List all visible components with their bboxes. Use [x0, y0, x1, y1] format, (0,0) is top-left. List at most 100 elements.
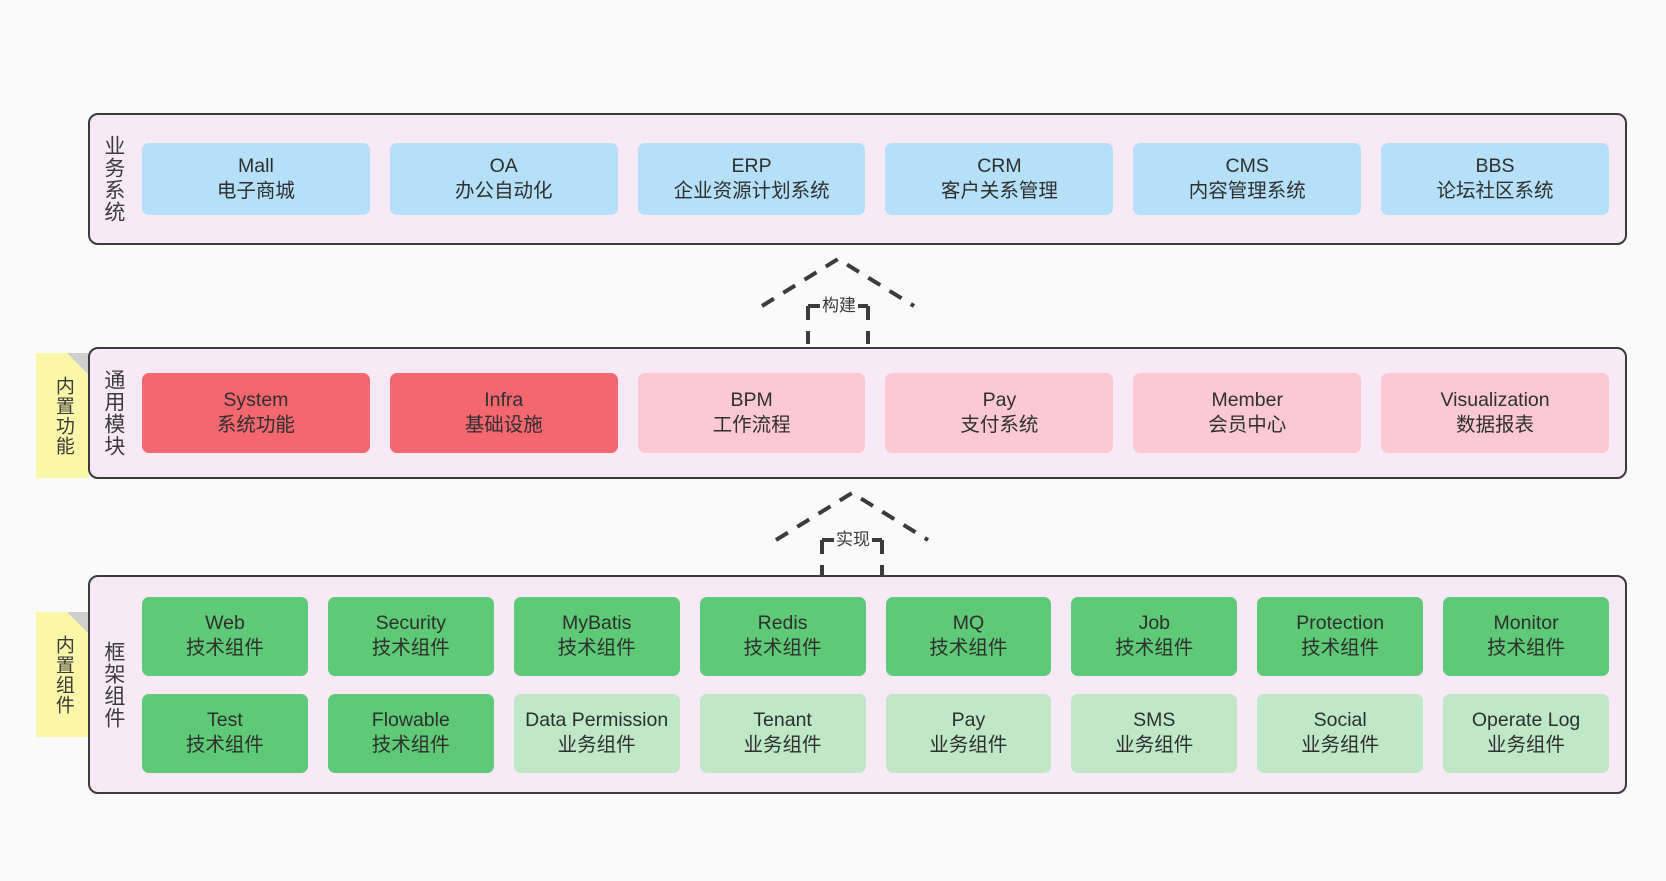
card-member-desc: 会员中心 [1208, 414, 1287, 436]
card-pay-module[interactable]: Pay 支付系统 [885, 373, 1114, 453]
layer-business-body: Mall 电子商城 OA 办公自动化 ERP 企业资源计划系统 CRM 客户关系… [136, 115, 1625, 243]
card-visualization[interactable]: Visualization 数据报表 [1381, 373, 1609, 453]
card-visualization-name: Visualization [1440, 389, 1550, 412]
card-web[interactable]: Web 技术组件 [142, 596, 308, 676]
sticky-note-builtin-components: 内置组件 [36, 612, 89, 737]
card-pay-component-name: Pay [951, 709, 986, 732]
card-oa[interactable]: OA 办公自动化 [389, 143, 618, 215]
card-security-name: Security [375, 612, 447, 635]
card-monitor-name: Monitor [1493, 612, 1559, 635]
layer-framework-body: Web 技术组件 Security 技术组件 MyBatis 技术组件 Redi… [136, 577, 1625, 792]
card-protection-desc: 技术组件 [1301, 637, 1380, 659]
card-flowable-desc: 技术组件 [371, 734, 450, 756]
card-bpm[interactable]: BPM 工作流程 [637, 373, 866, 453]
card-member-name: Member [1211, 389, 1283, 412]
layer-business-systems: 业务系统 Mall 电子商城 OA 办公自动化 ERP 企业资源计划系统 CRM… [88, 113, 1627, 245]
card-mybatis[interactable]: MyBatis 技术组件 [513, 596, 680, 676]
layer-framework-title: 框架组件 [101, 640, 125, 729]
card-social-name: Social [1313, 709, 1367, 732]
card-operate-log-desc: 业务组件 [1487, 734, 1566, 756]
card-sms-name: SMS [1133, 709, 1176, 732]
card-bbs-desc: 论坛社区系统 [1436, 180, 1554, 202]
card-social[interactable]: Social 业务组件 [1257, 693, 1424, 773]
card-mq-name: MQ [952, 612, 985, 635]
card-pay-module-name: Pay [982, 389, 1017, 412]
connector-implement-label: 实现 [834, 525, 872, 550]
card-infra-desc: 基础设施 [464, 414, 543, 436]
business-card-row: Mall 电子商城 OA 办公自动化 ERP 企业资源计划系统 CRM 客户关系… [142, 143, 1609, 215]
card-sms[interactable]: SMS 业务组件 [1071, 693, 1238, 773]
card-cms-name: CMS [1225, 155, 1269, 178]
framework-card-row-1: Web 技术组件 Security 技术组件 MyBatis 技术组件 Redi… [142, 596, 1609, 676]
framework-card-row-2: Test 技术组件 Flowable 技术组件 Data Permission … [142, 693, 1609, 773]
card-oa-name: OA [489, 155, 518, 178]
card-bpm-name: BPM [730, 389, 773, 412]
card-operate-log-name: Operate Log [1471, 709, 1581, 732]
card-tenant-name: Tenant [753, 709, 812, 732]
card-social-desc: 业务组件 [1301, 734, 1380, 756]
card-system-desc: 系统功能 [216, 414, 295, 436]
sticky-fold-corner-icon [67, 612, 89, 634]
card-erp-name: ERP [731, 155, 772, 178]
card-visualization-desc: 数据报表 [1456, 414, 1535, 436]
card-job-name: Job [1138, 612, 1171, 635]
layer-framework-components: 框架组件 Web 技术组件 Security 技术组件 MyBatis 技术组件… [88, 575, 1627, 794]
card-test[interactable]: Test 技术组件 [142, 693, 308, 773]
card-job[interactable]: Job 技术组件 [1071, 596, 1238, 676]
sticky-fold-corner-icon [67, 353, 89, 375]
card-flowable[interactable]: Flowable 技术组件 [327, 693, 494, 773]
card-pay-module-desc: 支付系统 [960, 414, 1039, 436]
card-mq-desc: 技术组件 [929, 637, 1008, 659]
sticky-note-builtin-features-label: 内置功能 [52, 375, 74, 456]
card-crm[interactable]: CRM 客户关系管理 [885, 143, 1114, 215]
card-bpm-desc: 工作流程 [712, 414, 791, 436]
card-crm-name: CRM [977, 155, 1022, 178]
card-member[interactable]: Member 会员中心 [1133, 373, 1362, 453]
card-erp[interactable]: ERP 企业资源计划系统 [637, 143, 866, 215]
card-protection[interactable]: Protection 技术组件 [1257, 596, 1424, 676]
card-tenant-desc: 业务组件 [743, 734, 822, 756]
card-flowable-name: Flowable [371, 709, 450, 732]
card-bbs[interactable]: BBS 论坛社区系统 [1381, 143, 1609, 215]
card-mall-name: Mall [238, 155, 274, 178]
card-redis-name: Redis [757, 612, 808, 635]
card-test-desc: 技术组件 [185, 734, 264, 756]
card-mybatis-desc: 技术组件 [557, 637, 636, 659]
connector-build: 构建 [758, 256, 918, 346]
card-cms-desc: 内容管理系统 [1188, 180, 1306, 202]
sticky-note-builtin-features: 内置功能 [36, 353, 89, 478]
card-redis[interactable]: Redis 技术组件 [699, 596, 866, 676]
card-system[interactable]: System 系统功能 [142, 373, 370, 453]
card-crm-desc: 客户关系管理 [940, 180, 1058, 202]
card-mall-desc: 电子商城 [216, 180, 295, 202]
card-mall[interactable]: Mall 电子商城 [142, 143, 370, 215]
card-security[interactable]: Security 技术组件 [327, 596, 494, 676]
card-sms-desc: 业务组件 [1115, 734, 1194, 756]
connector-build-label: 构建 [820, 291, 858, 316]
card-erp-desc: 企业资源计划系统 [673, 180, 830, 202]
card-infra[interactable]: Infra 基础设施 [389, 373, 618, 453]
card-security-desc: 技术组件 [371, 637, 450, 659]
card-redis-desc: 技术组件 [743, 637, 822, 659]
connector-implement: 实现 [772, 490, 932, 580]
card-pay-component-desc: 业务组件 [929, 734, 1008, 756]
card-data-permission[interactable]: Data Permission 业务组件 [513, 693, 680, 773]
card-test-name: Test [207, 709, 243, 732]
card-web-desc: 技术组件 [185, 637, 264, 659]
common-card-row: System 系统功能 Infra 基础设施 BPM 工作流程 Pay 支付系统… [142, 373, 1609, 453]
card-protection-name: Protection [1296, 612, 1385, 635]
card-infra-name: Infra [484, 389, 524, 412]
card-mq[interactable]: MQ 技术组件 [885, 596, 1052, 676]
card-pay-component[interactable]: Pay 业务组件 [885, 693, 1052, 773]
card-job-desc: 技术组件 [1115, 637, 1194, 659]
card-monitor[interactable]: Monitor 技术组件 [1443, 596, 1609, 676]
card-data-permission-name: Data Permission [525, 709, 669, 732]
card-system-name: System [223, 389, 289, 412]
card-oa-desc: 办公自动化 [454, 180, 553, 202]
card-cms[interactable]: CMS 内容管理系统 [1133, 143, 1362, 215]
card-tenant[interactable]: Tenant 业务组件 [699, 693, 866, 773]
card-web-name: Web [205, 612, 245, 635]
card-mybatis-name: MyBatis [562, 612, 632, 635]
card-operate-log[interactable]: Operate Log 业务组件 [1443, 693, 1609, 773]
